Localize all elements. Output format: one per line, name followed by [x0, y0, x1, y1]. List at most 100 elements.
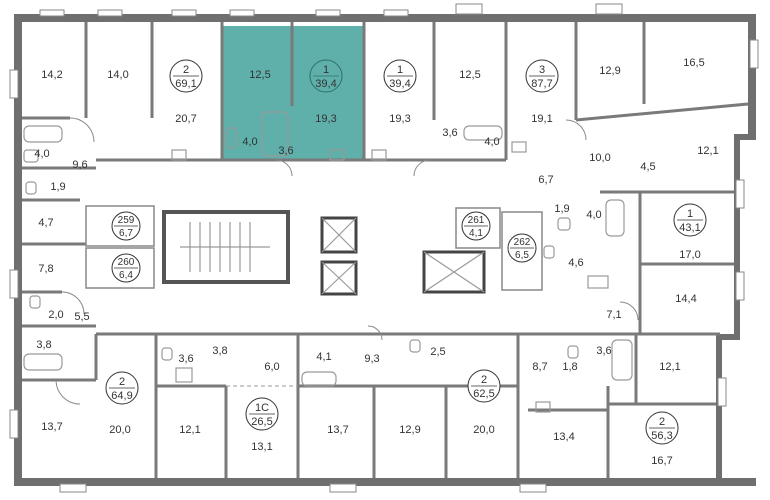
room-area-label: 19,3 [315, 113, 336, 125]
room-area-label: 12,9 [599, 65, 620, 77]
room-area-label: 10,0 [589, 152, 610, 164]
apartment-rooms: 3 [539, 64, 545, 76]
room-labels: 14,2 1 4,0 20,7 12,5 4,0 3,6 19,3 19,3 12… [34, 57, 718, 467]
toilet-icon [543, 245, 555, 259]
apartment-area: 43,1 [679, 222, 700, 234]
sink-icon [535, 401, 551, 413]
apartment-area: 39,4 [315, 78, 336, 90]
storeroom-badge[interactable]: 260 6,4 [111, 253, 141, 283]
storeroom-area: 6,5 [515, 250, 529, 261]
room-area-label: 20,0 [109, 424, 130, 436]
room-area-label: 3,8 [212, 345, 227, 357]
apartment-badge[interactable]: 3 87,7 [525, 59, 559, 93]
room-area-label: 19,1 [531, 113, 552, 125]
apartment-rooms: 2 [659, 416, 665, 428]
apartment-area: 64,9 [111, 390, 132, 402]
room-area-label: 3,8 [36, 339, 51, 351]
room-area-label: 12,1 [697, 145, 718, 157]
apartment-badge[interactable]: 2 56,3 [645, 411, 679, 445]
room-area-label: 12,1 [659, 361, 680, 373]
bathtub-icon [611, 339, 633, 381]
apartment-badge[interactable]: 2 62,5 [467, 369, 501, 403]
elevator-icon [320, 260, 358, 296]
toilet-icon [567, 345, 579, 359]
interior-walls [22, 22, 749, 478]
apartment-area: 87,7 [531, 78, 552, 90]
apartment-area: 56,3 [651, 430, 672, 442]
sink-icon [511, 141, 527, 153]
bathtub-icon [463, 125, 503, 141]
apartment-area: 39,4 [389, 78, 410, 90]
sink-icon [23, 149, 39, 163]
room-area-label: 6,7 [538, 174, 553, 186]
storeroom-area: 4,1 [469, 228, 483, 239]
storeroom-area: 6,4 [119, 270, 133, 281]
apartment-badge[interactable]: 1С 26,5 [245, 397, 279, 431]
room-area-label: 3,6 [442, 127, 457, 139]
room-area-label: 14,2 [41, 69, 62, 81]
room-area-label: 16,7 [651, 455, 672, 467]
room-area-label: 7,1 [606, 309, 621, 321]
toilet-icon [409, 339, 421, 353]
apartment-rooms: 1С [255, 402, 269, 414]
room-area-label: 9,3 [364, 353, 379, 365]
shower-icon [175, 367, 193, 383]
room-area-label: 20,7 [175, 113, 196, 125]
storeroom-number: 261 [468, 215, 485, 226]
room-area-label: 9,6 [72, 159, 87, 171]
apartment-rooms: 2 [183, 64, 189, 76]
storeroom-number: 259 [118, 215, 135, 226]
storeroom-badge[interactable]: 262 6,5 [507, 233, 537, 263]
apartment-rooms: 1 [323, 64, 329, 76]
doors [55, 117, 639, 405]
room-area-label: 12,5 [249, 69, 270, 81]
room-area-label: 17,0 [679, 249, 700, 261]
apartment-area: 62,5 [473, 388, 494, 400]
room-area-label: 5,5 [74, 311, 89, 323]
apartment-badge-highlighted[interactable]: 1 39,4 [309, 59, 343, 93]
room-area-label: 13,7 [327, 424, 348, 436]
room-area-label: 2,5 [430, 346, 445, 358]
apartment-badges: 2 69,1 1 39,4 1 39,4 3 87,7 1 43,1 [105, 59, 707, 445]
room-area-label: 4,0 [34, 148, 49, 160]
apartment-badge[interactable]: 2 64,9 [105, 371, 139, 405]
apartment-badge[interactable]: 2 69,1 [169, 59, 203, 93]
bathtub-icon [301, 371, 337, 387]
toilet-icon [29, 295, 41, 309]
room-area-label: 12,5 [459, 69, 480, 81]
apartment-area: 26,5 [251, 416, 272, 428]
bathtub-icon [261, 111, 289, 157]
room-area-label: 7,8 [38, 263, 53, 275]
sink-icon [587, 275, 609, 289]
stairwell [162, 210, 290, 284]
room-area-label: 4,5 [640, 161, 655, 173]
room-area-label: 4,0 [586, 209, 601, 221]
room-area-label: 14,4 [675, 293, 696, 305]
bathtub-icon [23, 125, 63, 143]
elevator-icon [320, 216, 358, 254]
toilet-icon [161, 347, 173, 361]
room-area-label: 3,6 [278, 145, 293, 157]
room-area-label: 4,7 [38, 217, 53, 229]
room-area-label: 20,0 [473, 424, 494, 436]
room-area-label: 1,8 [562, 361, 577, 373]
storeroom-badges: 259 6,7 260 6,4 261 4,1 262 6,5 [111, 211, 537, 283]
apartment-badge[interactable]: 1 39,4 [383, 59, 417, 93]
toilet-icon [557, 217, 571, 231]
sink-icon [171, 149, 187, 161]
room-area-label: 19,3 [389, 113, 410, 125]
apartment-area: 69,1 [175, 78, 196, 90]
storeroom-badge[interactable]: 259 6,7 [111, 211, 141, 241]
apartment-badge[interactable]: 1 43,1 [673, 203, 707, 237]
outer-walls [9, 3, 759, 493]
room-area-label: 12,9 [399, 424, 420, 436]
room-area-label: 1,9 [50, 181, 65, 193]
bathtub-icon [23, 353, 63, 371]
room-area-label: 3,6 [596, 345, 611, 357]
storeroom-badge[interactable]: 261 4,1 [461, 211, 491, 241]
room-area-label: 2,0 [48, 309, 63, 321]
apartment-rooms: 2 [119, 376, 125, 388]
storeroom-area: 6,7 [119, 228, 133, 239]
sink-icon [371, 149, 387, 161]
